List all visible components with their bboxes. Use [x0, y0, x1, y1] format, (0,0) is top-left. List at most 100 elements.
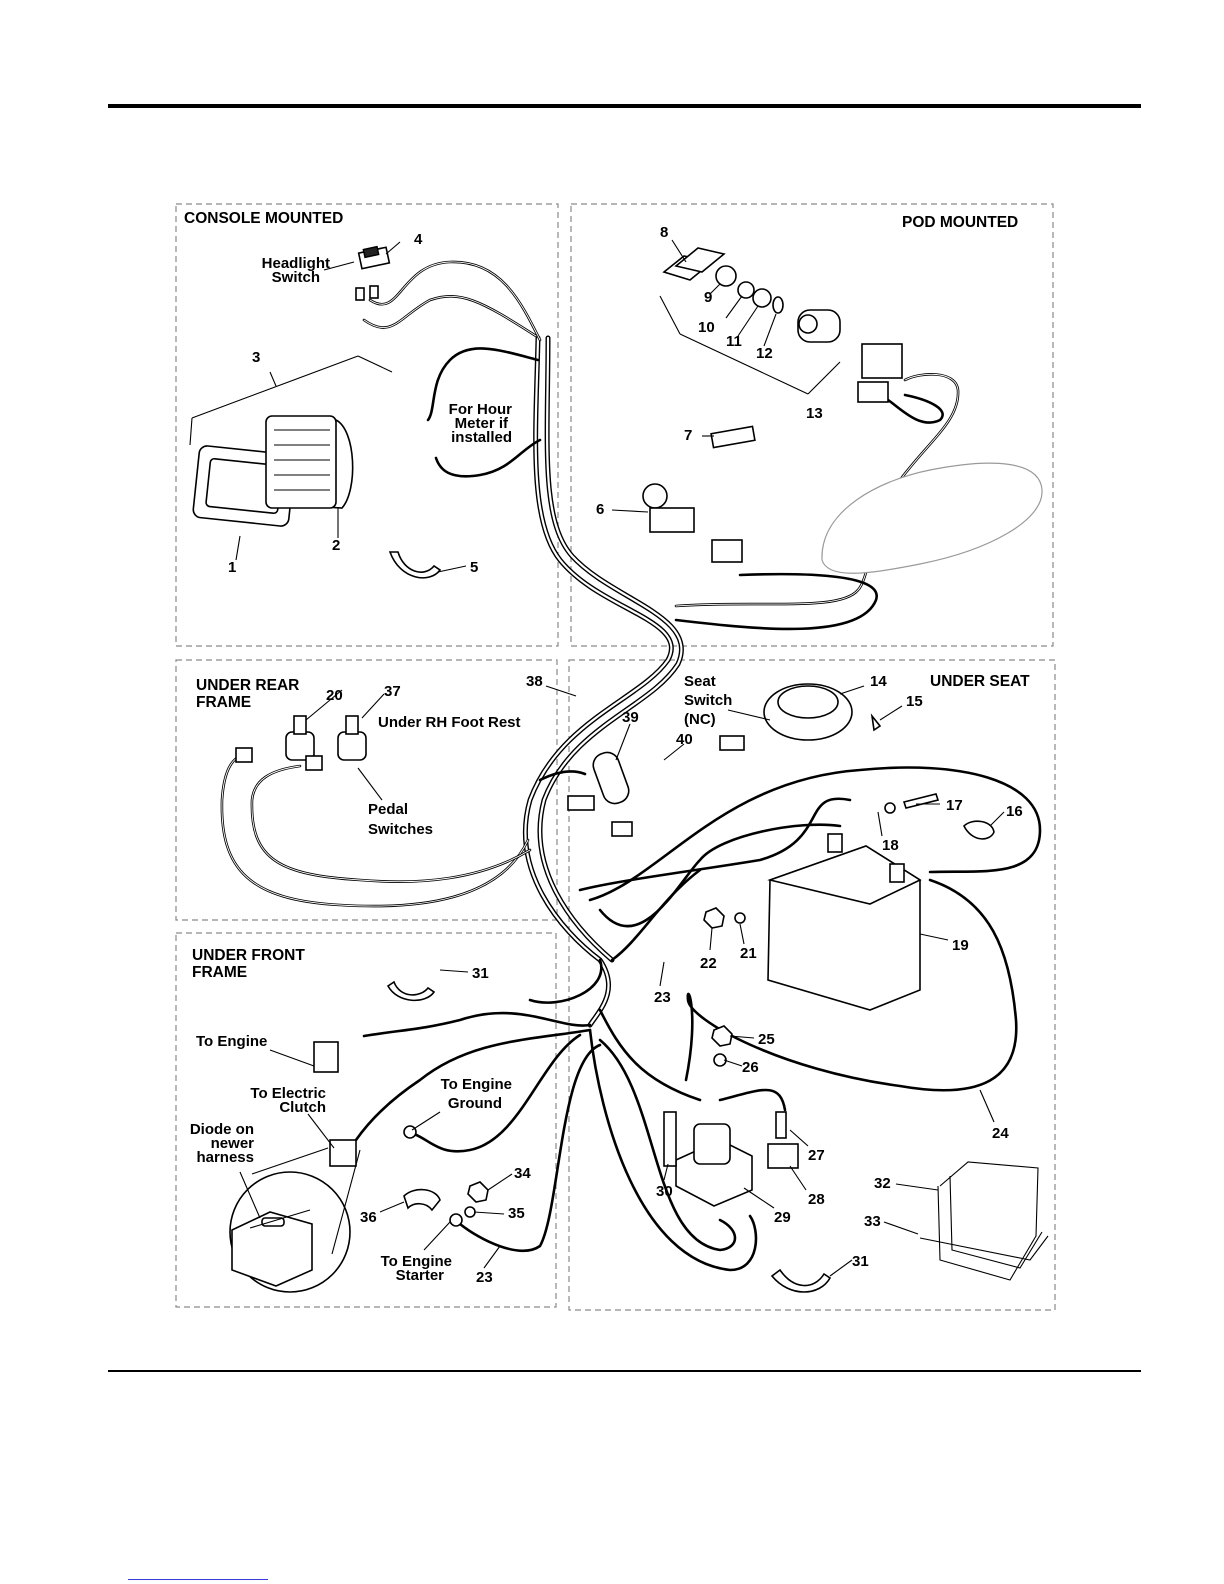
- callout-10: 10: [698, 319, 715, 336]
- headlight-lamp-icon: [265, 415, 354, 509]
- bolt-17-icon: [902, 793, 940, 809]
- section-title-pod: POD MOUNTED: [902, 214, 1018, 231]
- diode-28-icon: [767, 1143, 799, 1169]
- callout-8: 8: [660, 224, 668, 241]
- ignition-keys-icon: [662, 247, 726, 281]
- header-rule: [108, 104, 1141, 108]
- main-harness: [523, 335, 684, 1028]
- callout-20: 20: [326, 687, 343, 704]
- callout-14: 14: [870, 673, 887, 690]
- lock-washer-icon: [752, 288, 772, 308]
- section-title-under-front-2: FRAME: [192, 964, 247, 981]
- pedal-switch-20-icon: [285, 715, 315, 761]
- callout-4: 4: [414, 231, 423, 248]
- section-title-under-rear-1: UNDER REAR: [196, 677, 299, 694]
- key-boot-icon: [715, 265, 737, 287]
- seat-connector-icon: [719, 735, 745, 751]
- label-headlight-switch-2: Switch: [272, 269, 320, 286]
- starter-ring-icon: [449, 1213, 463, 1227]
- ignition-plug-icon: [857, 343, 903, 403]
- label-clutch-1: To Electric: [250, 1085, 326, 1102]
- label-engine-starter-2: Starter: [396, 1267, 445, 1284]
- label-pedal-1: Pedal: [368, 801, 408, 818]
- callout-37: 37: [384, 683, 401, 700]
- callout-29: 29: [774, 1209, 791, 1226]
- callout-31b: 31: [852, 1253, 869, 1270]
- section-title-under-front-1: UNDER FRONT: [192, 947, 305, 964]
- console-wires: [362, 260, 542, 478]
- nut-22-icon: [703, 907, 725, 929]
- sleeve-39-icon: [592, 751, 630, 805]
- callout-32: 32: [874, 1175, 891, 1192]
- label-headlight-switch-1: Headlight: [262, 255, 330, 272]
- callout-22: 22: [700, 955, 717, 972]
- harness-clip-31a-icon: [386, 980, 436, 1002]
- label-seat-switch-2: Switch: [684, 692, 732, 709]
- pto-switch-icon: [642, 483, 695, 533]
- ignition-switch-icon: [797, 309, 841, 343]
- footer-rule: [108, 1370, 1141, 1372]
- seat-battery-wires: [578, 766, 1042, 1272]
- callout-23b: 23: [476, 1269, 493, 1286]
- label-engine-ground-1: To Engine: [441, 1076, 512, 1093]
- harness-clip-31b-icon: [770, 1268, 832, 1293]
- section-title-under-seat: UNDER SEAT: [930, 673, 1030, 690]
- callout-23a: 23: [654, 989, 671, 1006]
- washer-18-icon: [884, 802, 896, 814]
- callout-18: 18: [882, 837, 899, 854]
- ground-ring-icon: [403, 1125, 417, 1139]
- bolt-30-icon: [663, 1111, 677, 1167]
- label-hour-meter-3: installed: [451, 429, 512, 446]
- label-to-engine: To Engine: [196, 1033, 267, 1050]
- callout-1: 1: [228, 559, 236, 576]
- panel-console-mounted: [175, 203, 559, 647]
- callout-2: 2: [332, 537, 340, 554]
- diode-detail-inset: [229, 1147, 361, 1293]
- solenoid-icon: [675, 1123, 753, 1207]
- callout-40: 40: [676, 731, 693, 748]
- callout-12: 12: [756, 345, 773, 362]
- callout-19: 19: [952, 937, 969, 954]
- footer-link-underline[interactable]: [128, 1579, 268, 1580]
- boot-16-icon: [963, 820, 995, 840]
- callout-35: 35: [508, 1205, 525, 1222]
- callout-15: 15: [906, 693, 923, 710]
- label-seat-switch-1: Seat: [684, 673, 716, 690]
- callout-21: 21: [740, 945, 757, 962]
- panel-under-seat: [568, 659, 1056, 1311]
- rear-connector-a-icon: [235, 747, 253, 763]
- panel-pod-mounted: [570, 203, 1054, 647]
- callout-28: 28: [808, 1191, 825, 1208]
- callout-26: 26: [742, 1059, 759, 1076]
- seat-harness-connector-icon: [567, 795, 595, 811]
- panel-under-front-frame: [175, 932, 557, 1308]
- callout-13: 13: [806, 405, 823, 422]
- callout-25: 25: [758, 1031, 775, 1048]
- callout-27: 27: [808, 1147, 825, 1164]
- label-engine-starter-1: To Engine: [381, 1253, 452, 1270]
- label-diode-3: harness: [196, 1149, 254, 1166]
- front-frame-wires: [354, 958, 603, 1252]
- callout-7: 7: [684, 427, 692, 444]
- seat-jumper-connector-icon: [611, 821, 633, 837]
- fuse-27-icon: [775, 1111, 787, 1139]
- nut-icon: [737, 281, 755, 299]
- rear-wires: [220, 754, 587, 908]
- decal-icon: [710, 425, 756, 449]
- label-hour-meter-2: Meter if: [455, 415, 509, 432]
- battery-icon: [767, 833, 922, 1011]
- callout-33: 33: [864, 1213, 881, 1230]
- lock-washer-21-icon: [734, 912, 746, 924]
- callout-9: 9: [704, 289, 712, 306]
- callout-17: 17: [946, 797, 963, 814]
- label-diode-1: Diode on: [190, 1121, 254, 1138]
- section-title-console: CONSOLE MOUNTED: [184, 210, 343, 227]
- callout-36: 36: [360, 1209, 377, 1226]
- callout-16: 16: [1006, 803, 1023, 820]
- label-diode-2: newer: [211, 1135, 255, 1152]
- callout-5: 5: [470, 559, 478, 576]
- clutch-connector-icon: [329, 1139, 357, 1167]
- pod-connector-icon: [711, 539, 743, 563]
- pod-outline-icon: [821, 462, 1043, 574]
